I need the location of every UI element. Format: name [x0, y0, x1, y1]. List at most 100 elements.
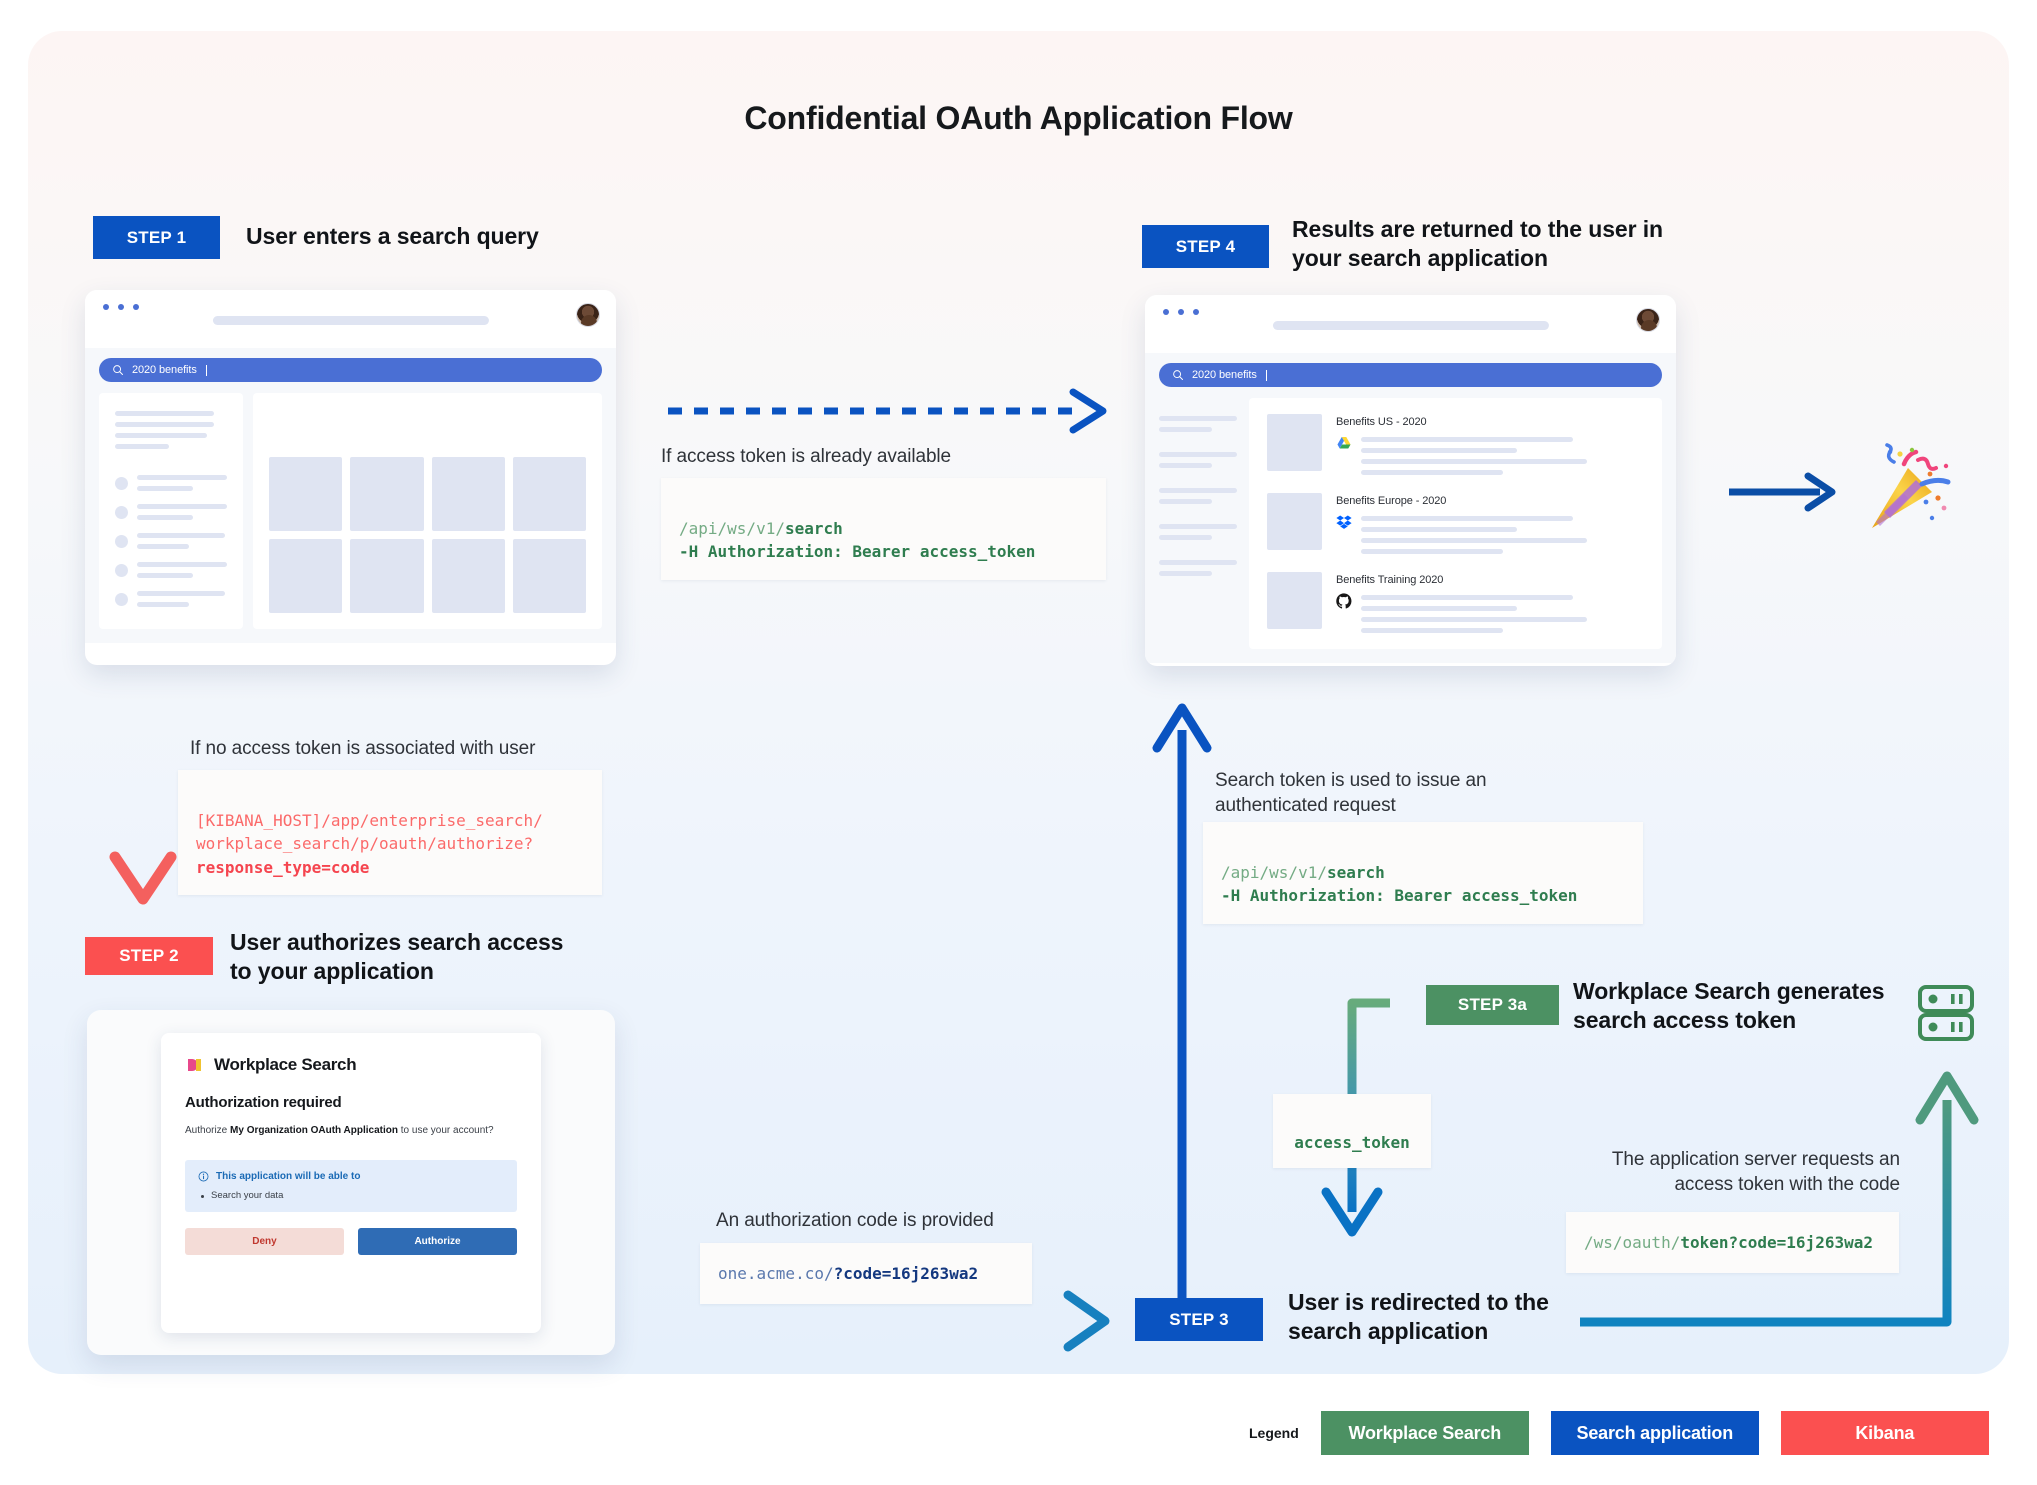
content-panels: Benefits US - 2020	[1159, 398, 1662, 649]
arrow-token-request-up	[1580, 1071, 1979, 1327]
url-bar-placeholder[interactable]	[1272, 321, 1549, 330]
result-tile[interactable]	[269, 539, 343, 613]
facet-sidebar	[99, 393, 243, 629]
workplace-search-logo	[185, 1055, 205, 1075]
browser-chrome-bar	[1145, 295, 1676, 353]
arrow-to-celebration	[1729, 472, 1836, 512]
github-icon	[1336, 593, 1352, 609]
browser-mockup-step4: 2020 benefits	[1145, 295, 1676, 666]
list-item[interactable]: Benefits Training 2020	[1267, 572, 1644, 633]
avatar[interactable]	[1636, 308, 1660, 332]
window-dots-icon	[103, 304, 139, 310]
code-search-request-top: /api/ws/v1/search -H Authorization: Bear…	[661, 478, 1106, 580]
code-access-token-chip: access_token	[1273, 1094, 1431, 1169]
bullet-icon	[115, 476, 128, 490]
result-thumbnail	[1267, 493, 1322, 550]
search-input-value: 2020 benefits	[132, 364, 197, 376]
code-path-bold: search	[784, 519, 843, 539]
result-tile[interactable]	[350, 539, 424, 613]
bullet-icon	[115, 534, 128, 548]
auth-body-app-name: My Organization OAuth Application	[230, 1125, 398, 1136]
bullet-icon	[115, 505, 128, 519]
list-item	[115, 475, 227, 491]
step-1-pill-label: STEP 1	[126, 227, 187, 247]
list-item[interactable]: Benefits Europe - 2020	[1267, 493, 1644, 554]
list-item[interactable]: Benefits US - 2020	[1267, 414, 1644, 475]
list-item	[115, 504, 227, 520]
note-server-requests-token: The application server requests an acces…	[1611, 1149, 1900, 1196]
note-token-available: If access token is already available	[661, 446, 952, 467]
facet-sidebar	[1159, 398, 1237, 649]
code-header-line: -H Authorization: Bearer access_token	[1221, 886, 1578, 906]
code-path-bold: search	[1326, 863, 1385, 883]
code-url-bold: response_type=code	[196, 857, 370, 877]
permissions-callout: This application will be able to Search …	[185, 1160, 517, 1212]
arrow-auth-code-right	[664, 1290, 1110, 1352]
result-tile[interactable]	[431, 457, 505, 531]
step-4-label: Results are returned to the user in your…	[1292, 216, 1663, 271]
code-redirect-url: one.acme.co/?code=16j263wa2	[700, 1243, 1032, 1305]
search-input-value: 2020 benefits	[1192, 369, 1257, 381]
step-2-label: User authorizes search access to your ap…	[230, 929, 564, 984]
code-search-request-mid: /api/ws/v1/search -H Authorization: Bear…	[1203, 822, 1643, 924]
legend-item-kibana: Kibana	[1780, 1411, 1989, 1455]
arrow-dashed-token-available	[668, 388, 1107, 434]
arrow-no-token-down	[109, 690, 177, 905]
avatar[interactable]	[576, 303, 600, 327]
arrow-authenticated-request-up	[1152, 703, 1212, 1330]
step-1-pill: STEP 1	[93, 216, 220, 259]
list-item: Search your data	[198, 1190, 504, 1201]
result-tile[interactable]	[269, 457, 343, 531]
result-tile[interactable]	[350, 457, 424, 531]
auth-card-heading: Authorization required	[185, 1094, 342, 1111]
code-host-dim: one.acme.co/	[718, 1264, 834, 1283]
results-grid-panel	[253, 393, 602, 629]
authorization-card: Workplace Search Authorization required …	[161, 1033, 541, 1333]
step-3a-pill-label: STEP 3a	[1457, 995, 1528, 1014]
code-path-dim: /api/ws/v1/	[1221, 863, 1327, 883]
bullet-icon	[115, 592, 128, 606]
info-icon	[198, 1171, 209, 1182]
result-tile[interactable]	[512, 457, 586, 531]
list-item	[115, 591, 227, 607]
auth-card-frame: Workplace Search Authorization required …	[87, 1010, 615, 1355]
browser-viewport: 2020 benefits	[1145, 353, 1676, 663]
authorize-button[interactable]: Authorize	[358, 1228, 517, 1255]
results-list-panel: Benefits US - 2020	[1249, 398, 1662, 649]
search-input[interactable]: 2020 benefits	[1159, 363, 1662, 387]
page-title: Confidential OAuth Application Flow	[744, 100, 1293, 136]
text-caret	[205, 364, 207, 376]
result-title: Benefits Europe - 2020	[1336, 495, 1447, 507]
content-panels	[99, 393, 602, 629]
list-item	[115, 533, 227, 549]
note-no-token: If no access token is associated with us…	[190, 738, 536, 759]
step-4-pill: STEP 4	[1142, 225, 1269, 268]
search-input[interactable]: 2020 benefits	[99, 358, 602, 382]
step-3a-label: Workplace Search generates search access…	[1573, 978, 1885, 1033]
legend-label: Legend	[1249, 1425, 1299, 1441]
step-3-label: User is redirected to the search applica…	[1288, 1289, 1549, 1344]
legend: Legend Workplace Search Search applicati…	[1249, 1411, 1989, 1455]
auth-card-body: Authorize My Organization OAuth Applicat…	[185, 1123, 517, 1138]
text-caret	[1265, 369, 1267, 381]
result-tile[interactable]	[431, 539, 505, 613]
callout-header: This application will be able to	[198, 1171, 504, 1182]
code-path-dim: /api/ws/v1/	[679, 519, 785, 539]
step-1-label: User enters a search query	[246, 223, 539, 249]
list-item	[115, 562, 227, 578]
window-dots-icon	[1163, 309, 1199, 315]
deny-button[interactable]: Deny	[185, 1228, 344, 1255]
result-thumbnail	[1267, 414, 1322, 471]
step-3-pill: STEP 3	[1135, 1298, 1263, 1341]
browser-chrome-bar	[85, 290, 616, 348]
step-3-pill-label: STEP 3	[1169, 1309, 1229, 1329]
bullet-icon	[115, 563, 128, 577]
callout-title: This application will be able to	[216, 1171, 361, 1182]
result-tile[interactable]	[512, 539, 586, 613]
step-2-pill-label: STEP 2	[119, 946, 179, 965]
code-path-dim: /ws/oauth/	[1584, 1233, 1681, 1252]
auth-body-post: to use your account?	[398, 1125, 494, 1136]
url-bar-placeholder[interactable]	[212, 316, 489, 325]
